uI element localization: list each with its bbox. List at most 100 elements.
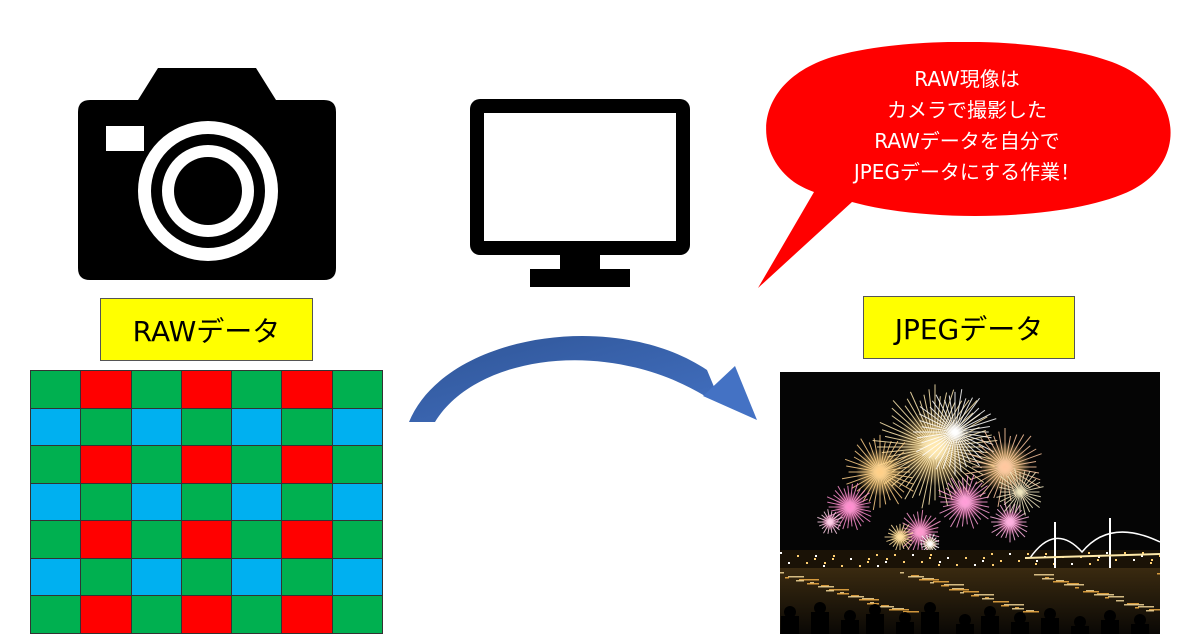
city-light bbox=[983, 557, 985, 559]
bayer-cell-b bbox=[131, 558, 181, 596]
city-light bbox=[824, 562, 826, 564]
raw-data-label: RAWデータ bbox=[100, 298, 313, 361]
bayer-cell-b bbox=[131, 483, 181, 521]
person-silhouette bbox=[1074, 616, 1086, 628]
city-light bbox=[929, 557, 931, 559]
curved-arrow bbox=[409, 336, 757, 422]
person-silhouette bbox=[1014, 612, 1026, 624]
reflection-streak bbox=[982, 598, 994, 600]
city-light bbox=[912, 554, 914, 556]
reflection-streak bbox=[911, 575, 919, 577]
city-light bbox=[859, 565, 861, 567]
reflection-streak bbox=[1067, 583, 1079, 585]
reflection-streak bbox=[1064, 584, 1084, 586]
fireworks-bursts bbox=[817, 384, 1044, 555]
curved-arrow-shape bbox=[409, 336, 745, 422]
city-light bbox=[814, 558, 816, 560]
bayer-cell-g bbox=[181, 408, 232, 446]
skyline bbox=[780, 550, 1160, 570]
person-body bbox=[781, 616, 799, 634]
reflection-streak bbox=[1026, 610, 1034, 612]
bayer-cell-r bbox=[81, 596, 131, 633]
bayer-cell-b bbox=[31, 558, 81, 596]
person-silhouette bbox=[869, 604, 881, 616]
person-silhouette bbox=[1134, 614, 1146, 626]
reflection-streak bbox=[818, 586, 834, 588]
reflection-streak bbox=[892, 608, 904, 610]
city-light bbox=[806, 562, 808, 564]
reflection-streak bbox=[944, 584, 964, 586]
bayer-cell-g bbox=[131, 596, 181, 633]
reflection-streak bbox=[1056, 580, 1064, 582]
monitor-icon bbox=[470, 99, 690, 287]
reflection-streak bbox=[903, 611, 919, 613]
reflection-streak bbox=[1116, 600, 1124, 602]
bayer-cell-r bbox=[282, 446, 332, 483]
city-light bbox=[815, 555, 817, 557]
city-light bbox=[1115, 559, 1117, 561]
city-light bbox=[1089, 563, 1091, 565]
person-body bbox=[866, 614, 884, 634]
person-silhouette bbox=[814, 602, 826, 614]
city-lights bbox=[780, 552, 1160, 567]
bayer-cell-g bbox=[332, 371, 382, 408]
bayer-cell-r bbox=[181, 371, 232, 408]
bayer-cell-r bbox=[282, 371, 332, 408]
bayer-filter-grid bbox=[30, 370, 383, 634]
city-light bbox=[965, 557, 967, 559]
bayer-cell-g bbox=[181, 483, 232, 521]
reflection-streak bbox=[810, 582, 814, 584]
city-light bbox=[1045, 553, 1047, 555]
firework-burst bbox=[938, 474, 990, 529]
person-body bbox=[841, 620, 859, 634]
city-light bbox=[788, 562, 790, 564]
bayer-cell-r bbox=[282, 521, 332, 558]
person-body bbox=[1101, 620, 1119, 634]
reflection-streak bbox=[974, 594, 994, 596]
curved-arrow-head bbox=[703, 366, 757, 420]
reflection-streak bbox=[851, 595, 859, 597]
reflection-streak bbox=[1135, 607, 1139, 609]
bubble-line-3: RAWデータを自分で bbox=[874, 129, 1060, 153]
reflection-streak bbox=[1149, 609, 1160, 611]
bayer-cell-r bbox=[81, 521, 131, 558]
reflection-streak bbox=[1004, 604, 1024, 606]
reflection-streak bbox=[933, 581, 949, 583]
bayer-cell-r bbox=[81, 446, 131, 483]
reflection-streak bbox=[1094, 594, 1114, 596]
bayer-cell-r bbox=[282, 596, 332, 633]
reflection-streak bbox=[878, 606, 894, 608]
person-silhouette bbox=[784, 606, 796, 618]
reflection-streak bbox=[862, 598, 874, 600]
speech-bubble-text: RAW現像は カメラで撮影した RAWデータを自分で JPEGデータにする作業！ bbox=[812, 64, 1122, 188]
bayer-cell-b bbox=[232, 558, 282, 596]
reflection-streak bbox=[1083, 591, 1099, 593]
firework-burst bbox=[817, 509, 843, 534]
reflection-streak bbox=[1012, 608, 1024, 610]
reflection-streak bbox=[785, 577, 789, 579]
city-light bbox=[1133, 559, 1135, 561]
reflection-streak bbox=[1075, 587, 1079, 589]
person-body bbox=[1041, 618, 1059, 634]
reflection-streak bbox=[859, 599, 879, 601]
city-light bbox=[903, 561, 905, 563]
speech-bubble-shape bbox=[758, 42, 1171, 288]
city-light bbox=[833, 555, 835, 557]
city-light bbox=[1000, 560, 1002, 562]
monitor-base bbox=[530, 269, 630, 287]
reflection-streak bbox=[829, 589, 849, 591]
reflection-streak bbox=[949, 589, 969, 591]
bayer-cell-b bbox=[332, 558, 382, 596]
bubble-line-1: RAW現像は bbox=[914, 67, 1020, 91]
speech-bubble bbox=[758, 42, 1171, 288]
city-light bbox=[876, 554, 878, 556]
reflection-streak bbox=[881, 605, 889, 607]
city-light bbox=[823, 565, 825, 567]
reflection-streak bbox=[908, 576, 924, 578]
person-body bbox=[1131, 624, 1149, 634]
bayer-cell-g bbox=[282, 483, 332, 521]
reflection-streak bbox=[1015, 607, 1019, 609]
city-light bbox=[947, 557, 949, 559]
person-body bbox=[1071, 626, 1089, 634]
city-light bbox=[974, 564, 976, 566]
